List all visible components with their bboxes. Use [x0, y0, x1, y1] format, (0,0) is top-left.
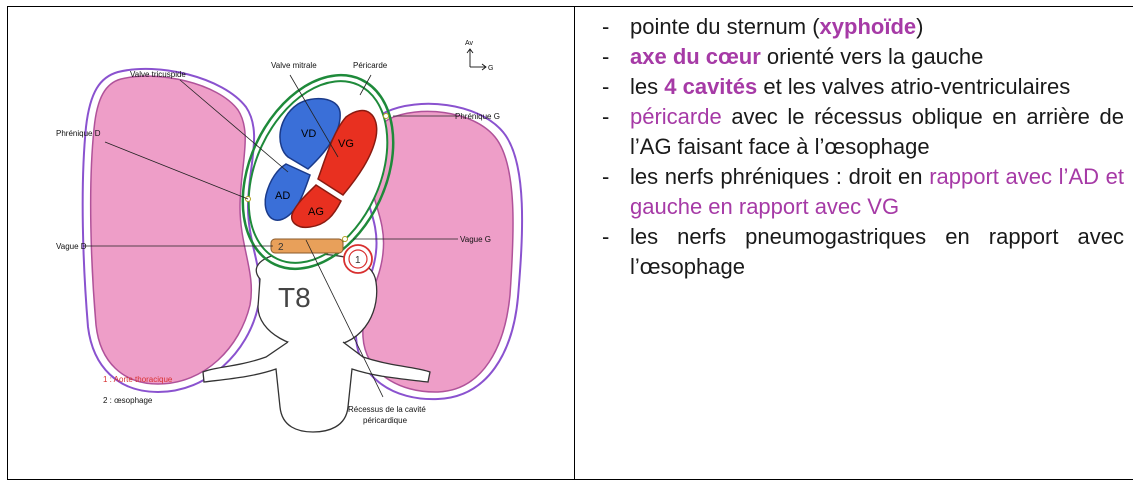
list-item-text: 4 cavités: [664, 74, 757, 99]
list-item-text: orienté vers la gauche: [761, 44, 984, 69]
vd-label: VD: [301, 128, 316, 140]
bullet-dash: -: [602, 72, 609, 102]
bullet-list: -pointe du sternum (xyphoïde)-axe du cœu…: [630, 12, 1124, 282]
phrenic-right-label: Phrénique D: [56, 129, 101, 138]
recess-label-line1: Récessus de la cavité: [348, 405, 426, 414]
list-item: -péricarde avec le récessus oblique en a…: [630, 102, 1124, 162]
pericardium-label: Péricarde: [353, 61, 388, 70]
bullet-dash: -: [602, 12, 609, 42]
list-item-text: les nerfs pneumogastriques en rapport av…: [630, 224, 1124, 279]
list-item-text: pointe du sternum (: [630, 14, 820, 39]
bullet-dash: -: [602, 162, 609, 192]
aorta-number: 1: [355, 255, 361, 266]
bullet-dash: -: [602, 222, 609, 252]
list-item-text: les: [630, 74, 664, 99]
valve-tricuspid-label: Valve tricuspide: [130, 70, 186, 79]
esophagus-number: 2: [278, 242, 284, 253]
list-item-text: ): [916, 14, 923, 39]
vertebra-label: T8: [278, 282, 311, 313]
orientation-up-label: Av: [465, 40, 474, 47]
legend-aorta: 1 : Aorte thoracique: [103, 375, 173, 384]
recess-label-line2: péricardique: [363, 416, 408, 425]
list-item-text: xyphoïde: [820, 14, 917, 39]
list-item: -les nerfs phréniques : droit en rapport…: [630, 162, 1124, 222]
list-item-text: axe du cœur: [630, 44, 761, 69]
list-item: -axe du cœur orienté vers la gauche: [630, 42, 1124, 72]
list-item: -les 4 cavités et les valves atrio-ventr…: [630, 72, 1124, 102]
vagus-right-label: Vague D: [56, 242, 87, 251]
list-item-text: péricarde: [630, 104, 722, 129]
ag-label: AG: [308, 206, 324, 218]
vagus-left-label: Vague G: [460, 235, 491, 244]
ad-label: AD: [275, 190, 290, 202]
right-lung: [91, 76, 252, 384]
list-item-text: les nerfs phréniques : droit en: [630, 164, 929, 189]
list-item: -pointe du sternum (xyphoïde): [630, 12, 1124, 42]
valve-mitral-label: Valve mitrale: [271, 61, 317, 70]
vg-label: VG: [338, 138, 354, 150]
thorax-section-diagram: T8 VD VG AD AG 2 1: [8, 7, 574, 479]
bullet-dash: -: [602, 42, 609, 72]
list-item: -les nerfs pneumogastriques en rapport a…: [630, 222, 1124, 282]
orientation-indicator: [467, 49, 486, 70]
phrenic-left-label: Phrénique G: [455, 112, 500, 121]
list-item-text: et les valves atrio-ventriculaires: [757, 74, 1070, 99]
phrenic-left-dot: [384, 114, 389, 119]
bullet-dash: -: [602, 102, 609, 132]
vagus-left-dot: [343, 237, 348, 242]
orientation-right-label: G: [488, 65, 493, 72]
legend-esophagus: 2 : œsophage: [103, 396, 153, 405]
figure-cell: T8 VD VG AD AG 2 1: [7, 6, 575, 480]
